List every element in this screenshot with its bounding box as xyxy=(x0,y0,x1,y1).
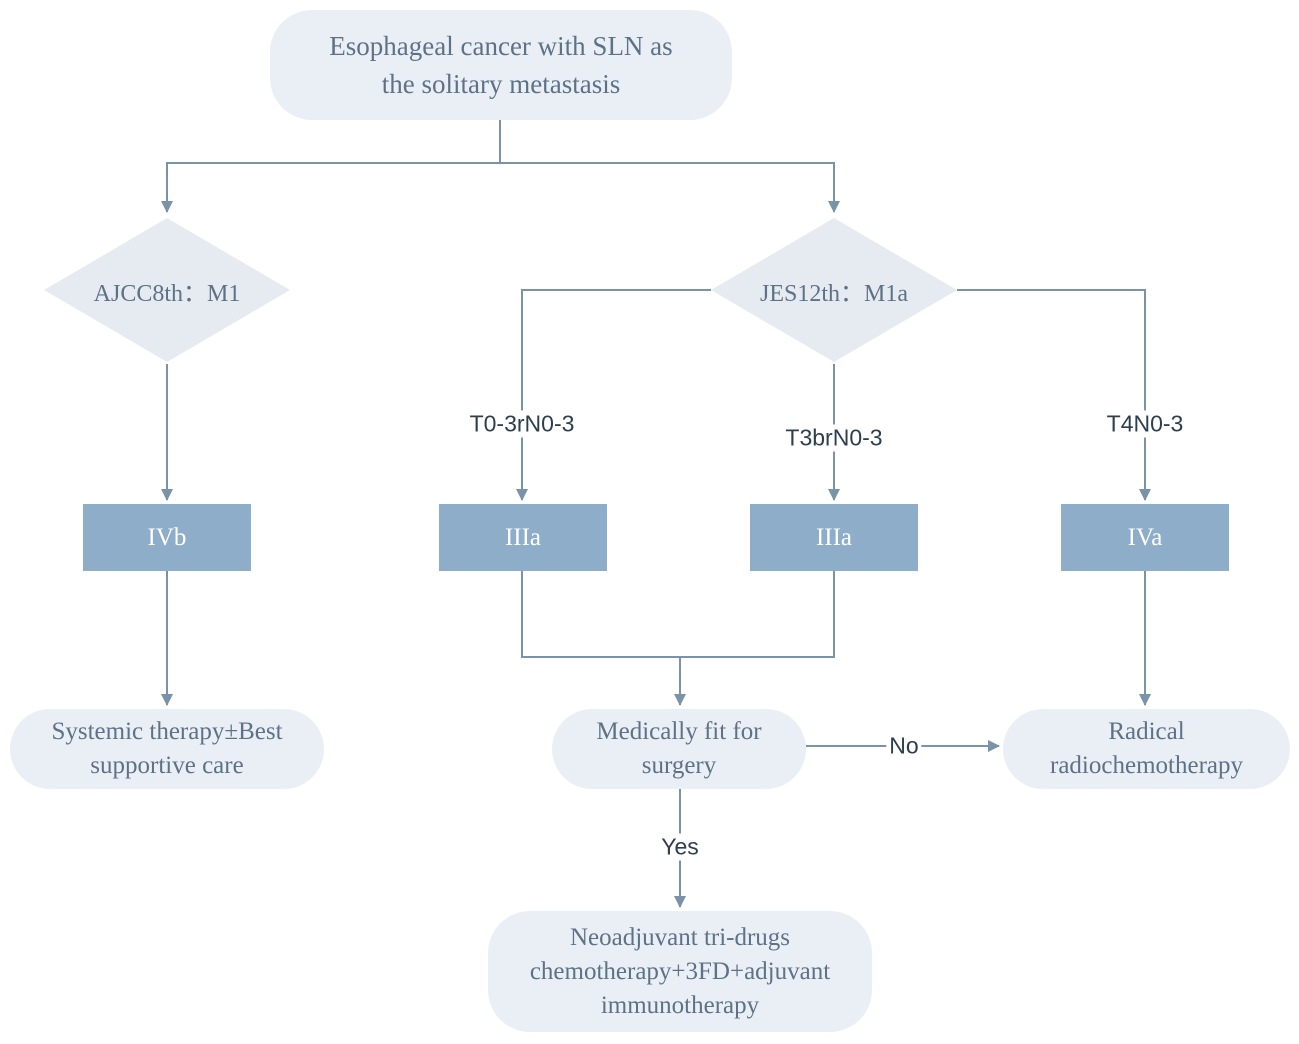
radical-radiochemotherapy-node: Radical radiochemotherapy xyxy=(1003,709,1290,789)
jes-decision-label: JES12th：M1a xyxy=(759,280,908,307)
root-node-line1: Esophageal cancer with SLN as xyxy=(329,31,673,61)
radical-line1: Radical xyxy=(1108,718,1185,745)
stage-iva-label: IVa xyxy=(1127,523,1163,551)
edge-label-yes: Yes xyxy=(658,833,702,861)
stage-iiia-right-label: IIIa xyxy=(815,523,853,551)
neoadjuvant-line1: Neoadjuvant tri-drugs xyxy=(569,923,791,951)
ajcc-diamond-shape xyxy=(44,218,290,362)
edge-label-t03: T0-3rN0-3 xyxy=(466,410,578,438)
medically-fit-line2: surgery xyxy=(641,752,717,779)
medically-fit-node: Medically fit for surgery xyxy=(552,709,806,789)
edge-jes-to-iiia-left xyxy=(516,289,711,501)
neoadjuvant-line3: immunotherapy xyxy=(600,991,760,1019)
edge-label-t4: T4N0-3 xyxy=(1103,410,1187,438)
systemic-therapy-line2: supportive care xyxy=(90,752,244,779)
ajcc-decision: AJCC8th：M1 xyxy=(44,218,290,362)
radical-line2: radiochemotherapy xyxy=(1050,752,1243,779)
stage-iva-box: IVa xyxy=(1061,504,1229,571)
neoadjuvant-line2: chemotherapy+3FD+adjuvant xyxy=(529,957,831,985)
neoadjuvant-node: Neoadjuvant tri-drugs chemotherapy+3FD+a… xyxy=(488,911,872,1032)
systemic-therapy-line1: Systemic therapy±Best xyxy=(51,718,283,745)
root-node: Esophageal cancer with SLN as the solita… xyxy=(270,10,732,120)
jes-decision: JES12th：M1a xyxy=(711,218,957,362)
stage-ivb-box: IVb xyxy=(83,504,251,571)
edge-root-to-ajcc xyxy=(161,120,501,213)
stage-iiia-right-box: IIIa xyxy=(750,504,918,571)
medically-fit-line1: Medically fit for xyxy=(596,718,762,745)
ajcc-decision-label: AJCC8th：M1 xyxy=(93,280,241,307)
stage-iiia-left-box: IIIa xyxy=(439,504,607,571)
edge-label-t3b: T3brN0-3 xyxy=(782,424,886,452)
edge-root-to-jes xyxy=(500,162,840,213)
systemic-therapy-node: Systemic therapy±Best supportive care xyxy=(10,709,324,789)
jes-diamond-shape xyxy=(711,218,957,362)
root-node-line2: the solitary metastasis xyxy=(381,69,621,99)
edge-jes-to-iva xyxy=(957,289,1151,501)
stage-iiia-left-label: IIIa xyxy=(504,523,542,551)
edge-iiia-left-merge xyxy=(521,571,835,658)
edge-label-no: No xyxy=(886,732,922,760)
stage-ivb-label: IVb xyxy=(147,523,187,551)
